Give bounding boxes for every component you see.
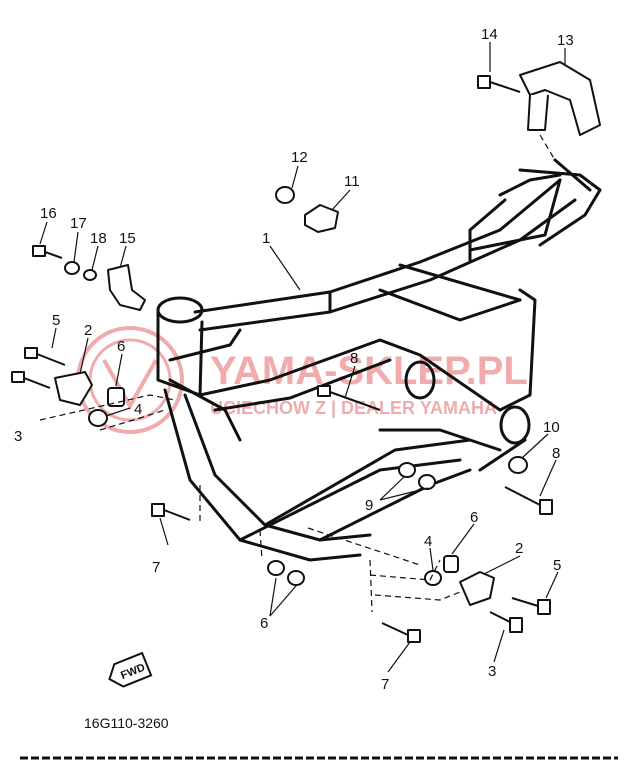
callout-13: 13	[557, 32, 574, 49]
bolt-part-5-left	[24, 347, 66, 366]
callout-18: 18	[90, 230, 107, 247]
seat-bracket-part	[519, 61, 601, 136]
callout-2-left: 2	[84, 322, 92, 339]
nut-part-12	[275, 186, 295, 204]
nut-part-6-bottom-b	[287, 570, 305, 586]
bolt-part-8-upper	[317, 385, 381, 411]
fwd-arrow-icon: FWD	[108, 651, 153, 688]
callout-2-right: 2	[515, 540, 523, 557]
watermark-brand: YAMA-SKLEP.PL	[210, 349, 528, 393]
collar-part-6-left	[107, 387, 125, 407]
bolt-part-5-right	[511, 597, 551, 615]
bolt-part-8-lower	[504, 486, 553, 515]
bolt-part-14	[477, 75, 521, 93]
callout-8-lower: 8	[552, 445, 560, 462]
callout-6-left: 6	[117, 338, 125, 355]
washer-part-17	[64, 261, 80, 275]
watermark: YAMA-SKLEP.PL UCIECHOW Z | DEALER YAMAHA	[76, 326, 528, 434]
callout-7-left: 7	[152, 559, 160, 576]
callout-7-bottom: 7	[381, 676, 389, 693]
watermark-subtitle: UCIECHOW Z | DEALER YAMAHA	[210, 398, 497, 418]
bolt-part-3-left	[11, 371, 51, 389]
clamp-part-11	[304, 204, 339, 233]
callout-17: 17	[70, 215, 87, 232]
collar-part-6-right	[443, 555, 459, 573]
callout-12: 12	[291, 149, 308, 166]
bolt-part-16	[32, 245, 63, 259]
alignment-lines	[39, 134, 556, 613]
callout-6-right: 6	[470, 509, 478, 526]
bolt-part-7-bottom	[381, 622, 421, 643]
callout-5-left: 5	[52, 312, 60, 329]
callout-16: 16	[40, 205, 57, 222]
callout-8-upper: 8	[350, 350, 358, 367]
plate-part-2-left	[54, 371, 93, 406]
nut-part-4-right	[424, 570, 442, 586]
callout-labels: 14 13 12 11 16 17 18 15 5 2 6 8 3 4 10 8…	[14, 26, 574, 693]
main-frame	[156, 158, 602, 562]
callout-9: 9	[365, 497, 373, 514]
leader-lines	[39, 42, 566, 673]
callout-11: 11	[344, 173, 360, 190]
bolt-part-3-right	[489, 611, 523, 633]
callout-5-right: 5	[553, 557, 561, 574]
callout-6-bottom: 6	[260, 615, 268, 632]
nut-part-9b	[418, 474, 436, 490]
plate-part-2-right	[459, 571, 495, 606]
callout-3-left: 3	[14, 428, 22, 445]
washer-part-18	[83, 269, 97, 281]
callout-4-right: 4	[424, 533, 432, 550]
nut-part-6-bottom-a	[267, 560, 285, 576]
nut-part-10	[508, 456, 528, 474]
callout-10: 10	[543, 419, 560, 436]
callout-3-right: 3	[488, 663, 496, 680]
nut-part-4-left	[88, 409, 108, 427]
callout-14: 14	[481, 26, 498, 43]
callout-1: 1	[262, 230, 270, 247]
callout-15: 15	[119, 230, 136, 247]
bracket-part-15	[107, 264, 146, 311]
callout-4-left: 4	[134, 401, 142, 418]
bolt-part-7-left	[151, 503, 191, 521]
nut-part-9a	[398, 462, 416, 478]
part-code-label: 16G110-3260	[84, 715, 169, 731]
